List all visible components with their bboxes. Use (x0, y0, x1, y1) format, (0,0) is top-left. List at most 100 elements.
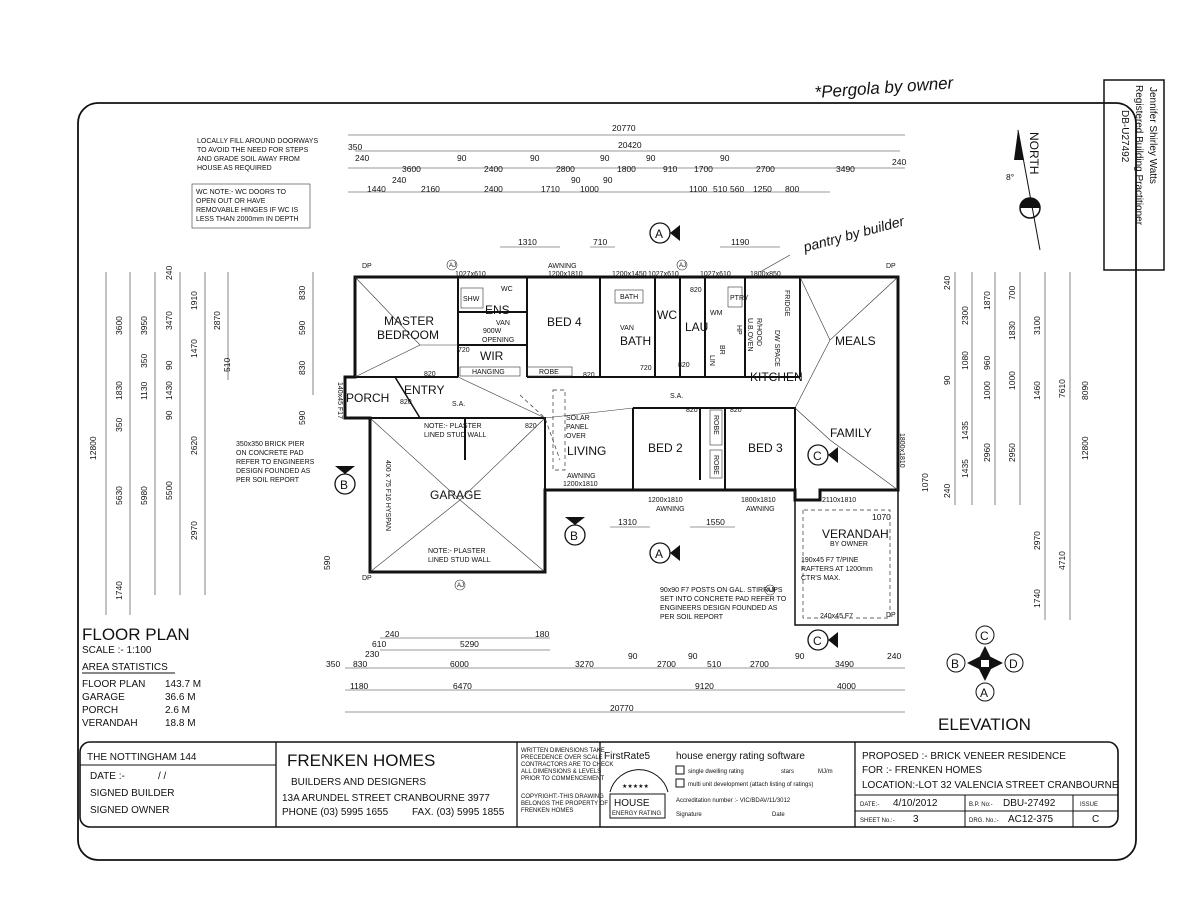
svg-text:1800: 1800 (617, 164, 636, 174)
room-bath: BATH (620, 334, 651, 348)
stamp-reg: DB-U27492 (1119, 110, 1130, 163)
svg-text:240: 240 (892, 157, 906, 167)
room-bed3: BED 3 (748, 441, 783, 455)
house-label: HOUSE (614, 798, 650, 809)
svg-text:590: 590 (297, 321, 307, 335)
section-markers: A A B B C C (334, 222, 838, 651)
svg-text:DRG. No.:-: DRG. No.:- (969, 818, 999, 824)
signed-owner: SIGNED OWNER (90, 805, 169, 816)
svg-text:1080: 1080 (960, 351, 970, 370)
svg-text:820: 820 (686, 407, 698, 414)
svg-text:2960: 2960 (982, 443, 992, 462)
room-family: FAMILY (830, 426, 872, 440)
area-value-2: 2.6 M (165, 705, 190, 716)
svg-text:2970: 2970 (1032, 531, 1042, 550)
svg-text:5980: 5980 (139, 486, 149, 505)
svg-text:1200x1810: 1200x1810 (648, 497, 683, 504)
svg-text:BATH: BATH (620, 294, 638, 301)
company-phone: PHONE (03) 5995 1655 (282, 807, 389, 818)
svg-text:1310: 1310 (518, 237, 537, 247)
svg-text:S.A.: S.A. (452, 401, 465, 408)
svg-text:90: 90 (942, 375, 952, 385)
svg-text:★★★★★: ★★★★★ (622, 783, 649, 790)
svg-text:2700: 2700 (756, 164, 775, 174)
pantry-note: pantry by builder (801, 212, 907, 255)
svg-text:COPYRIGHT:-THIS DRAWING: COPYRIGHT:-THIS DRAWING (521, 794, 604, 800)
svg-text:WC: WC (501, 286, 513, 293)
svg-text:140x45 F17: 140x45 F17 (336, 382, 343, 419)
svg-text:Signature: Signature (676, 812, 702, 818)
svg-text:400 x 75 F16 HYSPAN: 400 x 75 F16 HYSPAN (384, 460, 391, 531)
title-block: THE NOTTINGHAM 144 DATE :- / / SIGNED BU… (79, 741, 1119, 828)
svg-text:AJ: AJ (449, 263, 456, 269)
svg-text:1440: 1440 (367, 184, 386, 194)
svg-text:DP: DP (886, 263, 896, 270)
svg-text:90: 90 (600, 153, 610, 163)
svg-text:REFER TO ENGINEERS: REFER TO ENGINEERS (236, 459, 315, 466)
svg-text:3100: 3100 (1032, 316, 1042, 335)
svg-text:1800x1810: 1800x1810 (898, 433, 905, 468)
svg-text:1000: 1000 (982, 381, 992, 400)
svg-text:900W: 900W (483, 328, 502, 335)
svg-text:3600: 3600 (402, 164, 421, 174)
doorway-fill-note: LOCALLY FILL AROUND DOORWAYS TO AVOID TH… (197, 138, 318, 172)
signed-builder: SIGNED BUILDER (90, 788, 174, 799)
area-name-3: VERANDAH (82, 718, 138, 729)
bp-value: DBU-27492 (1003, 798, 1056, 809)
svg-text:2970: 2970 (189, 521, 199, 540)
svg-text:350: 350 (139, 354, 149, 368)
svg-text:ROBE: ROBE (539, 369, 559, 376)
svg-text:AWNING: AWNING (548, 263, 577, 270)
svg-text:VAN: VAN (496, 320, 510, 327)
svg-text:1550: 1550 (706, 517, 725, 527)
svg-text:1250: 1250 (753, 184, 772, 194)
svg-text:B.P. No:-: B.P. No:- (969, 802, 993, 808)
date-label: DATE :- (90, 771, 125, 782)
svg-text:1027x610: 1027x610 (455, 271, 486, 278)
svg-text:90: 90 (646, 153, 656, 163)
svg-text:90: 90 (164, 360, 174, 370)
svg-text:6000: 6000 (450, 659, 469, 669)
svg-text:PRECEDENCE OVER SCALE: PRECEDENCE OVER SCALE (521, 755, 603, 761)
svg-text:820: 820 (525, 423, 537, 430)
svg-text:1430: 1430 (164, 381, 174, 400)
svg-text:3270: 3270 (575, 659, 594, 669)
svg-text:WM: WM (710, 310, 723, 317)
svg-text:1800x850: 1800x850 (750, 271, 781, 278)
room-wir: WIR (480, 349, 504, 363)
room-porch: PORCH (346, 391, 389, 405)
roof-lines (354, 276, 899, 573)
svg-text:90x90 F7 POSTS ON GAL. STIRRUP: 90x90 F7 POSTS ON GAL. STIRRUPS (660, 587, 783, 594)
svg-text:1180: 1180 (350, 681, 369, 691)
svg-text:2110x1810: 2110x1810 (822, 497, 856, 504)
svg-text:240: 240 (887, 651, 901, 661)
svg-text:3490: 3490 (835, 659, 854, 669)
registration-stamp: Jennifer Shirley Watts Registered Buildi… (1103, 79, 1165, 271)
svg-text:OPEN OUT OR HAVE: OPEN OUT OR HAVE (196, 198, 266, 205)
svg-text:RAFTERS AT 1200mm: RAFTERS AT 1200mm (801, 566, 873, 573)
svg-text:BY OWNER: BY OWNER (830, 541, 868, 548)
svg-text:240: 240 (392, 175, 406, 185)
svg-text:LIN: LIN (708, 355, 715, 366)
room-meals: MEALS (835, 334, 876, 348)
svg-text:3950: 3950 (139, 316, 149, 335)
svg-text:DESIGN FOUNDED AS: DESIGN FOUNDED AS (236, 468, 311, 475)
svg-text:multi unit development (attach: multi unit development (attach listing o… (688, 782, 813, 788)
wc-note: WC NOTE:- WC DOORS TO OPEN OUT OR HAVE R… (191, 183, 311, 229)
area-value-1: 36.6 M (165, 692, 196, 703)
svg-text:590: 590 (322, 556, 332, 570)
svg-text:4000: 4000 (837, 681, 856, 691)
svg-text:240: 240 (355, 153, 369, 163)
svg-text:DP: DP (886, 612, 896, 619)
svg-text:D: D (1009, 657, 1018, 671)
room-master: MASTER (384, 314, 434, 328)
svg-text:12800: 12800 (1080, 436, 1090, 460)
svg-text:LINED STUD WALL: LINED STUD WALL (428, 557, 490, 564)
svg-text:1435: 1435 (960, 459, 970, 478)
svg-text:OPENING: OPENING (482, 337, 514, 344)
pergola-note: *Pergola by owner (814, 73, 955, 102)
svg-text:90: 90 (795, 651, 805, 661)
svg-text:ROBE: ROBE (712, 455, 719, 475)
svg-text:1200x1810: 1200x1810 (563, 481, 598, 488)
